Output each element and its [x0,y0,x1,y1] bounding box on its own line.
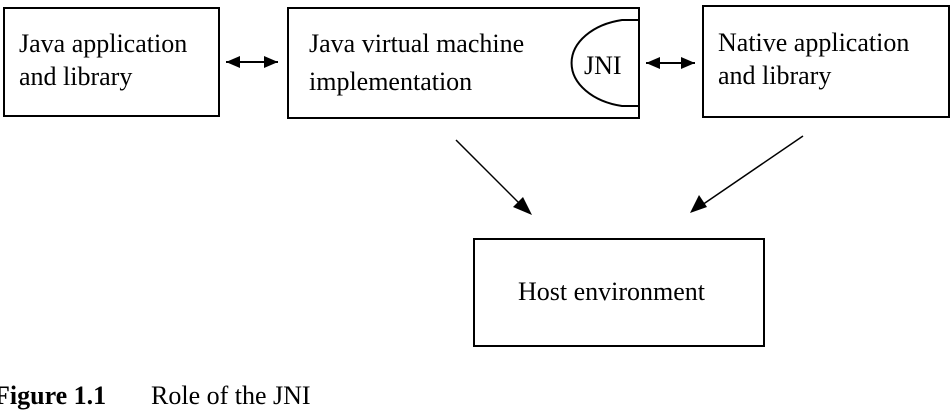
jvm-implementation-box: Java virtual machine implementation [287,7,640,119]
host-environment-label: Host environment [518,277,706,306]
jvm-label-line2: implementation [309,67,473,96]
native-application-box: Native application and library [702,5,950,118]
java-application-box: Java application and library [3,7,220,117]
figure-caption-label: Figure 1.1 [0,381,107,410]
java-application-label-line1: Java application [19,29,188,58]
arrow-jvm-native [646,57,695,69]
arrow-jvm-host [455,139,532,215]
jvm-label-line1: Java virtual machine [309,29,525,58]
java-application-label-line2: and library [19,62,133,91]
arrow-native-host [690,135,804,213]
arrow-java-jvm [226,56,278,68]
host-environment-box: Host environment [473,238,765,347]
native-application-label-line2: and library [718,61,832,90]
native-application-label-line1: Native application [718,28,910,57]
figure-caption-text: Role of the JNI [151,381,311,410]
